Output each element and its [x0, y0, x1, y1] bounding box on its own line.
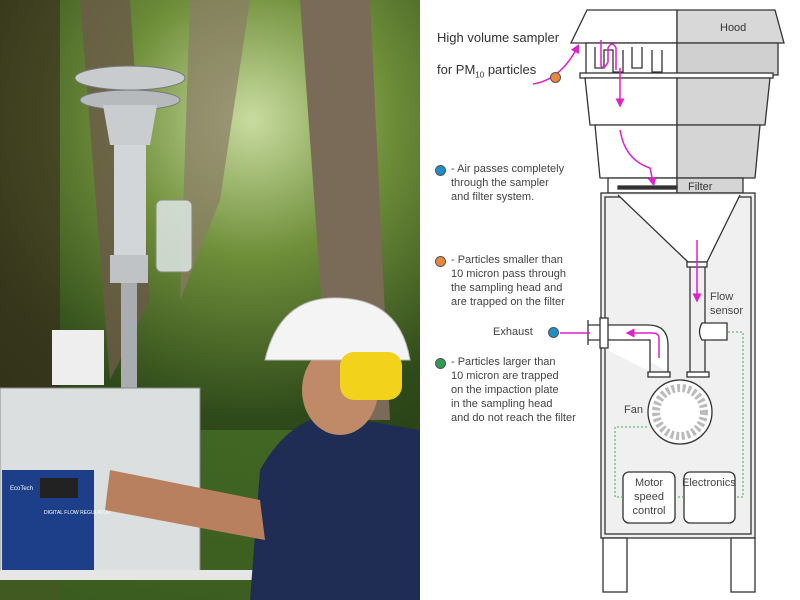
photo-scene: EcoTech DIGITAL FLOW REGULATOR: [0, 0, 420, 600]
blue-air-marker: [548, 327, 559, 338]
body-upper-left: [584, 77, 678, 126]
legend-small-particles: - Particles smaller than 10 micron pass …: [451, 254, 566, 308]
body-upper-right: [676, 77, 771, 126]
title-pm: for PM: [437, 62, 476, 77]
sampler-body: [114, 145, 146, 255]
head-right: [676, 42, 779, 76]
label-hood: Hood: [720, 22, 747, 34]
legend-large-particles: - Particles larger than 10 micron are tr…: [451, 356, 576, 424]
sampler-hood: [74, 65, 186, 91]
title-line-2: particles: [484, 62, 537, 77]
title-subscript: 10: [475, 70, 485, 80]
tree-branch: [180, 0, 250, 300]
label-flow-sensor: Flow sensor: [710, 291, 744, 317]
radiation-shield: [52, 330, 104, 385]
hard-hat: [264, 297, 411, 361]
orange-particle-marker: [550, 72, 561, 83]
sampler-coupling: [110, 255, 148, 283]
sampler-schematic: [532, 9, 785, 593]
flange: [579, 72, 774, 79]
fan-blades: [652, 384, 708, 440]
exhaust-collar: [599, 317, 609, 349]
sampler-head: [103, 105, 157, 145]
flow-sensor: [698, 322, 728, 341]
leg-right: [730, 537, 756, 593]
ear-muffs: [340, 352, 402, 400]
label-fan: Fan: [624, 404, 643, 416]
body-lower-left: [594, 124, 678, 179]
leg-left: [602, 537, 628, 593]
table-edge: [0, 570, 280, 580]
body-lower-right: [676, 124, 761, 179]
photo-air-sampler-worker: EcoTech DIGITAL FLOW REGULATOR: [0, 0, 420, 600]
label-filter: Filter: [688, 181, 713, 193]
device-label: DIGITAL FLOW REGULATOR: [44, 510, 111, 516]
legend-dot-green: [435, 358, 446, 369]
keypad: [40, 478, 78, 498]
title-line-1: High volume sampler: [437, 30, 560, 45]
inlet-tube: [689, 267, 706, 372]
worker-arm: [105, 470, 265, 540]
hood-right: [676, 9, 785, 44]
diagram-title: High volume sampler for PM10 particles: [437, 14, 559, 84]
pm10-sampler-diagram: High volume sampler for PM10 particles H…: [420, 0, 800, 600]
fan-collar-right: [686, 371, 710, 378]
label-exhaust: Exhaust: [493, 326, 533, 338]
wiring: [614, 331, 744, 498]
device-brand: EcoTech: [10, 486, 33, 492]
label-electronics: Electronics: [682, 477, 736, 489]
hood-left: [569, 9, 678, 44]
legend-dot-orange: [435, 256, 446, 267]
legend-air-passes: - Air passes completely through the samp…: [451, 163, 565, 203]
filter: [617, 185, 678, 190]
fan-collar-left: [647, 371, 671, 378]
sample-jar: [155, 199, 193, 273]
worker-shirt: [250, 415, 420, 600]
label-motor-speed-control: Motor speed control: [632, 477, 666, 517]
legend-dot-blue: [435, 165, 446, 176]
